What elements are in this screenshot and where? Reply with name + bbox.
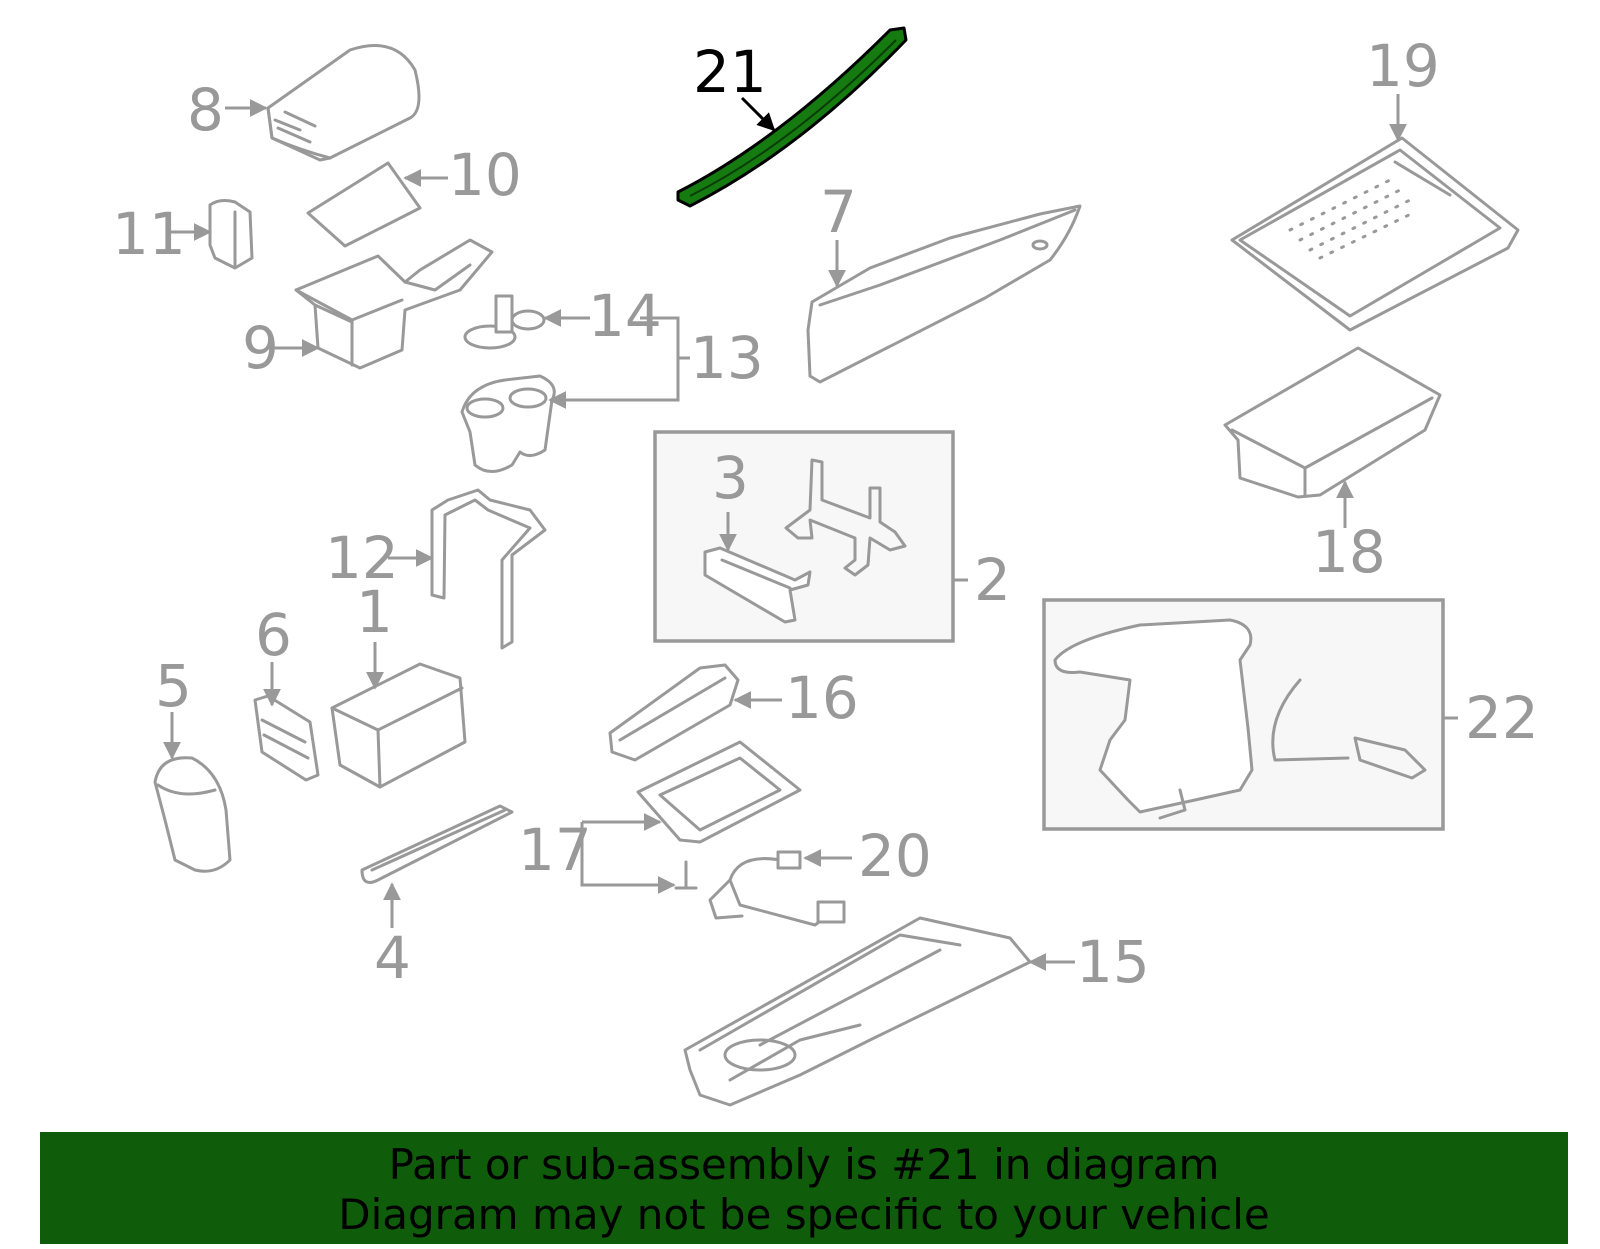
part-15-lower-console — [683, 916, 1032, 1107]
part-17-bezel — [636, 740, 802, 890]
callout-14: 14 — [588, 282, 662, 350]
callout-21: 21 — [693, 38, 767, 106]
part-20-wiring-harness — [708, 850, 846, 927]
callout-7: 7 — [820, 178, 857, 246]
callout-4: 4 — [374, 924, 411, 992]
part-6-bracket — [253, 694, 320, 782]
callout-16: 16 — [785, 664, 859, 732]
part-13-cup-holder — [460, 374, 556, 473]
callout-8: 8 — [187, 76, 224, 144]
callout-9: 9 — [242, 314, 279, 382]
callout-6: 6 — [255, 601, 292, 669]
callout-17: 17 — [518, 816, 592, 884]
callout-15: 15 — [1076, 928, 1150, 996]
callout-1: 1 — [356, 578, 393, 646]
callout-5: 5 — [155, 652, 192, 720]
callout-3: 3 — [712, 444, 749, 512]
part-16-switch — [608, 663, 740, 762]
callout-20: 20 — [858, 822, 932, 890]
part-1-console-box — [330, 662, 467, 789]
part-11-clip — [208, 199, 254, 270]
callout-11: 11 — [112, 200, 186, 268]
callout-18: 18 — [1312, 518, 1386, 586]
part-19-tray-mat — [1230, 136, 1520, 332]
leader-17 — [580, 822, 674, 887]
part-3-bracket — [703, 546, 812, 624]
part-8-armrest-lid — [266, 44, 421, 162]
part-14-cup-insert — [463, 294, 546, 350]
part-12-frame — [430, 488, 547, 650]
part-21-trim-strip[interactable] — [676, 26, 908, 208]
banner-line-part: Part or sub-assembly is #21 in diagram — [388, 1140, 1220, 1189]
info-banner: Part or sub-assembly is #21 in diagram D… — [40, 1132, 1568, 1244]
part-4-trim-strip — [360, 804, 514, 884]
leader-21 — [740, 96, 776, 132]
part-10-pad — [306, 161, 422, 248]
callout-19: 19 — [1366, 32, 1440, 100]
callout-10: 10 — [448, 141, 522, 209]
callout-22: 22 — [1465, 684, 1539, 752]
part-7-side-panel — [806, 204, 1082, 384]
callout-2: 2 — [974, 546, 1011, 614]
part-9-storage-bin — [294, 238, 494, 370]
part-2-bracket — [784, 458, 907, 577]
part-18-tray — [1223, 346, 1442, 499]
callout-13: 13 — [690, 324, 764, 392]
part-22-parking-brake — [1053, 618, 1427, 820]
callout-12: 12 — [325, 524, 399, 592]
banner-line-disclaimer: Diagram may not be specific to your vehi… — [338, 1190, 1270, 1239]
part-5-shift-knob — [153, 756, 232, 873]
